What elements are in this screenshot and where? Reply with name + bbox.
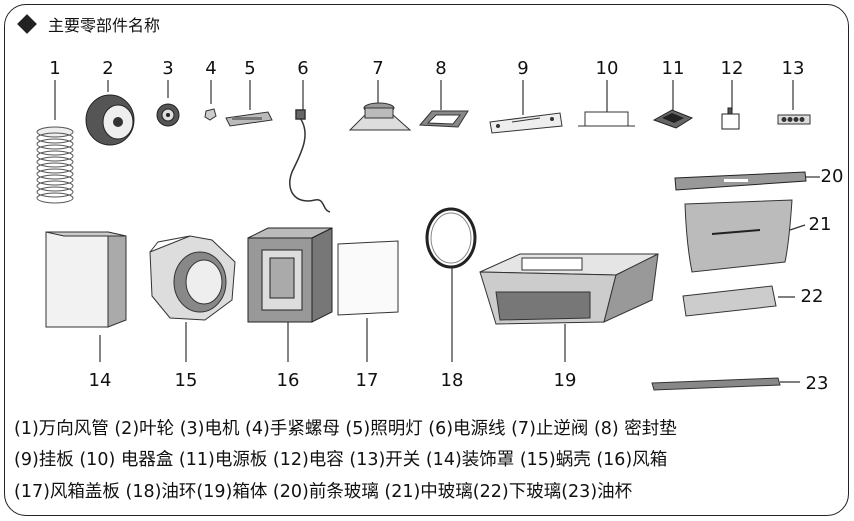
part-number-4: 4 bbox=[205, 58, 217, 79]
part-number-12: 12 bbox=[720, 58, 744, 79]
part-4-nut bbox=[204, 108, 217, 121]
part-number-15: 15 bbox=[174, 370, 198, 391]
part-1-flexible-duct bbox=[36, 126, 74, 204]
part-13-switch bbox=[777, 114, 811, 125]
part-number-22: 22 bbox=[800, 286, 824, 307]
leader-line-21 bbox=[789, 224, 806, 231]
part-number-17: 17 bbox=[355, 370, 379, 391]
part-number-13: 13 bbox=[781, 58, 805, 79]
part-19-box-body bbox=[479, 253, 659, 325]
part-number-23: 23 bbox=[805, 373, 829, 394]
part-number-2: 2 bbox=[102, 58, 114, 79]
part-12-capacitor bbox=[721, 107, 740, 130]
part-number-19: 19 bbox=[553, 370, 577, 391]
part-9-hanging-plate bbox=[489, 112, 563, 134]
part-number-10: 10 bbox=[595, 58, 619, 79]
part-number-3: 3 bbox=[162, 58, 174, 79]
border-frame bbox=[4, 4, 849, 516]
part-number-6: 6 bbox=[297, 58, 309, 79]
part-17-wind-box-cover bbox=[337, 240, 399, 316]
part-number-16: 16 bbox=[276, 370, 300, 391]
legend-line-1: (1)万向风管 (2)叶轮 (3)电机 (4)手紧螺母 (5)照明灯 (6)电源… bbox=[14, 419, 677, 439]
part-number-11: 11 bbox=[661, 58, 685, 79]
legend-line-2: (9)挂板 (10) 电器盒 (11)电源板 (12)电容 (13)开关 (14… bbox=[14, 450, 668, 470]
section-header: 主要零部件名称 bbox=[17, 12, 161, 36]
part-5-light bbox=[225, 111, 273, 127]
part-number-9: 9 bbox=[517, 58, 529, 79]
part-10-electrical-box bbox=[578, 111, 635, 127]
part-6-power-cord bbox=[289, 109, 331, 213]
part-21-middle-glass bbox=[684, 199, 793, 273]
part-20-front-strip-glass bbox=[674, 171, 807, 191]
part-15-volute bbox=[149, 235, 236, 321]
part-11-power-board bbox=[652, 109, 694, 129]
part-number-7: 7 bbox=[372, 58, 384, 79]
part-3-motor bbox=[156, 103, 180, 127]
part-14-decorative-cover bbox=[45, 231, 127, 328]
part-number-14: 14 bbox=[88, 370, 112, 391]
part-number-8: 8 bbox=[435, 58, 447, 79]
part-number-18: 18 bbox=[440, 370, 464, 391]
part-16-wind-box bbox=[247, 227, 333, 323]
part-23-oil-cup bbox=[651, 377, 781, 391]
legend-line-3: (17)风箱盖板 (18)油环(19)箱体 (20)前条玻璃 (21)中玻璃(2… bbox=[14, 482, 633, 502]
section-title: 主要零部件名称 bbox=[48, 16, 161, 35]
part-2-impeller bbox=[85, 94, 135, 146]
part-7-check-valve bbox=[348, 102, 412, 131]
part-22-lower-glass bbox=[682, 285, 777, 317]
part-8-gasket bbox=[418, 110, 469, 128]
part-number-1: 1 bbox=[49, 58, 61, 79]
part-number-21: 21 bbox=[808, 214, 832, 235]
part-number-5: 5 bbox=[244, 58, 256, 79]
part-18-oil-ring bbox=[425, 207, 477, 269]
part-number-20: 20 bbox=[820, 166, 844, 187]
